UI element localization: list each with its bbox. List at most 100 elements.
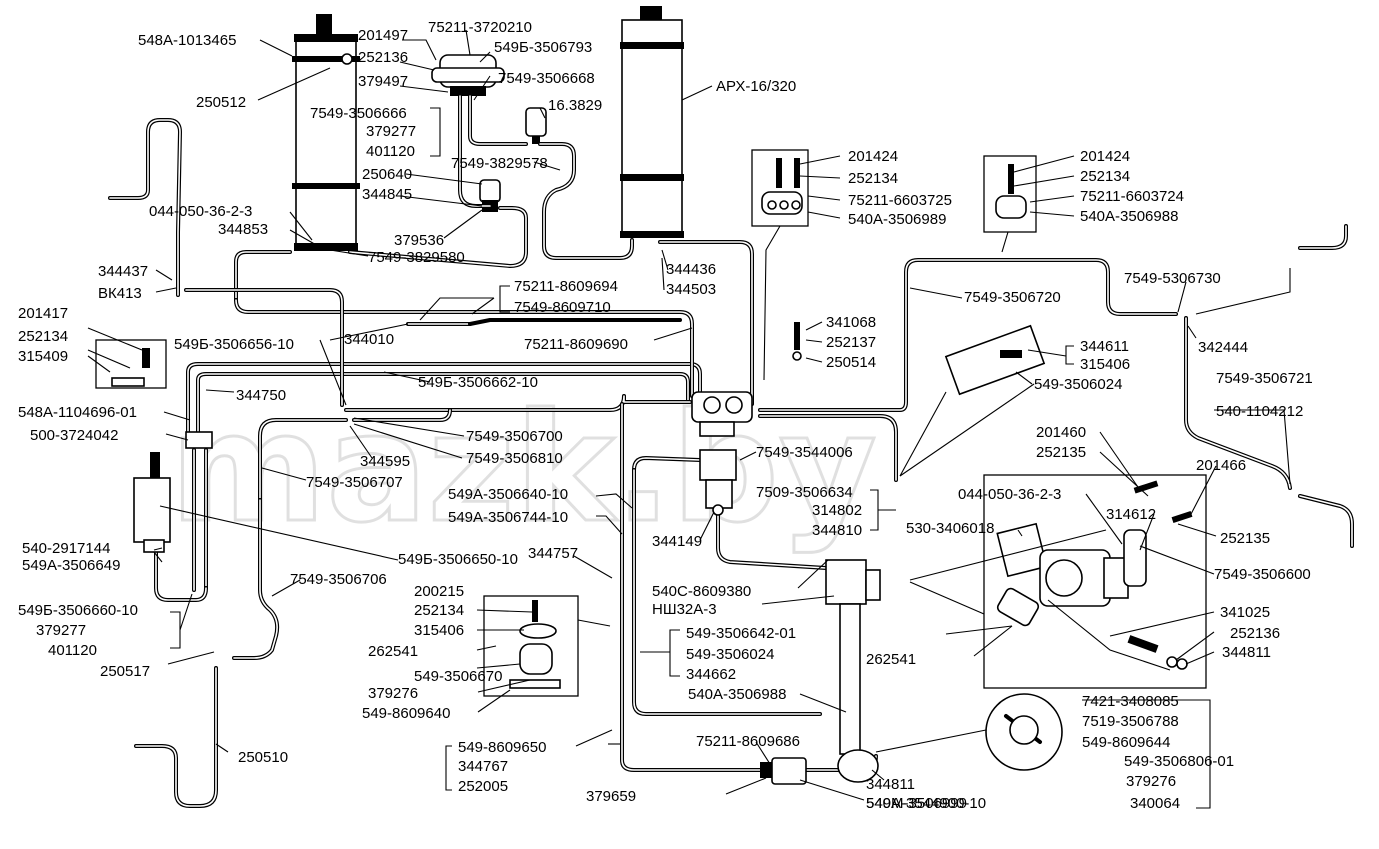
part-label: 379276 (368, 685, 418, 702)
part-label: 549-3506024 (686, 646, 774, 663)
part-label: 7509-3506634 (756, 484, 853, 501)
part-label: 344611 (1080, 338, 1129, 355)
part-label: 252137 (826, 334, 876, 351)
part-label: 379276 (1126, 773, 1176, 790)
part-label: 344595 (360, 453, 410, 470)
leader-lines (87, 29, 1291, 809)
part-label: 540А-3506989 (848, 211, 946, 228)
part-label: 315406 (414, 622, 464, 639)
part-label: 341068 (826, 314, 876, 331)
part-label: ВК413 (98, 285, 142, 302)
hydraulic-cylinder (825, 559, 881, 783)
part-label: 401120 (48, 642, 97, 659)
pressure-sensor (525, 107, 547, 144)
part-label: 75211-8609686 (696, 733, 800, 750)
part-label: 315406 (1080, 356, 1130, 373)
part-label: 7549-3506666 (310, 105, 407, 122)
part-label: 340064 (1130, 795, 1180, 812)
part-label: 540С-8609380 (652, 583, 751, 600)
clamp-detail-top-right (983, 155, 1037, 233)
part-label: 252135 (1036, 444, 1086, 461)
bolt-detail (792, 322, 802, 361)
part-label: 344662 (686, 666, 736, 683)
part-label: 344810 (812, 522, 862, 539)
control-valve-block (691, 391, 753, 516)
part-label: 344811 (866, 776, 915, 793)
part-label: 549Б-3506793 (494, 39, 592, 56)
part-label: 044-050-36-2-3 (958, 486, 1061, 503)
brake-valve (431, 54, 505, 96)
part-label: 549-3506670 (414, 668, 502, 685)
part-label: 379659 (586, 788, 636, 805)
part-number-labels: 548А-1013465 250512 201497 252136 75211-3720… (18, 19, 1313, 812)
filter-unit (760, 757, 807, 785)
part-label: 7549-3506700 (466, 428, 563, 445)
part-label: 7549-8609710 (514, 299, 611, 316)
part-label: 200215 (414, 583, 464, 600)
part-label: 549Б-3506650-10 (398, 551, 518, 568)
part-label: 7549-3829580 (368, 249, 465, 266)
part-label: 549Б-3506656-10 (174, 336, 294, 353)
part-label: 379536 (394, 232, 444, 249)
plate-detail (944, 324, 1046, 396)
part-label: 344436 (666, 261, 716, 278)
part-label: 500-3724042 (30, 427, 118, 444)
part-label: 540А-3506988 (688, 686, 786, 703)
part-label: 379277 (366, 123, 416, 140)
part-label: 7519-3506788 (1082, 713, 1179, 730)
tube-clamp-circle (985, 693, 1063, 771)
part-label: 044-050-36-2-3 (149, 203, 252, 220)
part-label: 252134 (18, 328, 68, 345)
part-label: 250517 (100, 663, 150, 680)
part-label: 7549-3506720 (964, 289, 1061, 306)
part-label: 201497 (358, 27, 408, 44)
part-label: 401120 (366, 143, 415, 160)
part-label: 252005 (458, 778, 508, 795)
part-label: 262541 (368, 643, 418, 660)
part-label: 252136 (358, 49, 408, 66)
part-label: 7421-3408085 (1082, 693, 1179, 710)
part-label: 7549-3506707 (306, 474, 403, 491)
part-label: 75211-8609690 (524, 336, 628, 353)
part-label: 549А-3506744-10 (448, 509, 568, 526)
part-label: 314802 (812, 502, 862, 519)
part-label: 344437 (98, 263, 148, 280)
part-label: 201460 (1036, 424, 1086, 441)
part-label: 252134 (414, 602, 464, 619)
part-label: 315409 (18, 348, 68, 365)
part-label: 379277 (36, 622, 86, 639)
part-label: 549А-3544900-10 (866, 795, 986, 812)
part-label: 540М-3506999 (866, 795, 967, 812)
part-label: 252134 (1080, 168, 1130, 185)
part-label: 548А-1013465 (138, 32, 236, 49)
part-label: 344853 (218, 221, 268, 238)
part-label: 75211-3720210 (428, 19, 532, 36)
part-label: 344750 (236, 387, 286, 404)
part-label: 341025 (1220, 604, 1270, 621)
part-label: 540А-3506988 (1080, 208, 1178, 225)
part-label: 201424 (848, 148, 898, 165)
part-label: 252136 (1230, 625, 1280, 642)
part-label: 344811 (1222, 644, 1271, 661)
part-label: 250640 (362, 166, 412, 183)
part-label: 250514 (826, 354, 876, 371)
part-label: 314612 (1106, 506, 1156, 523)
part-label: 252135 (1220, 530, 1270, 547)
part-label: 549-8609650 (458, 739, 546, 756)
part-label: 540-1104212 (1216, 403, 1303, 420)
part-label: 7549-3506721 (1216, 370, 1313, 387)
part-label: 7549-3544006 (756, 444, 853, 461)
part-label: 252134 (848, 170, 898, 187)
part-label: 7549-3506810 (466, 450, 563, 467)
part-label: 549А-3506640-10 (448, 486, 568, 503)
switch-block (133, 431, 213, 553)
part-label: 344845 (362, 186, 412, 203)
part-label: 344757 (528, 545, 578, 562)
part-label: 250512 (196, 94, 246, 111)
part-label: 7549-5306730 (1124, 270, 1221, 287)
air-receiver-left (292, 14, 360, 251)
part-label: 549-8609644 (1082, 734, 1170, 751)
part-label: 262541 (866, 651, 916, 668)
